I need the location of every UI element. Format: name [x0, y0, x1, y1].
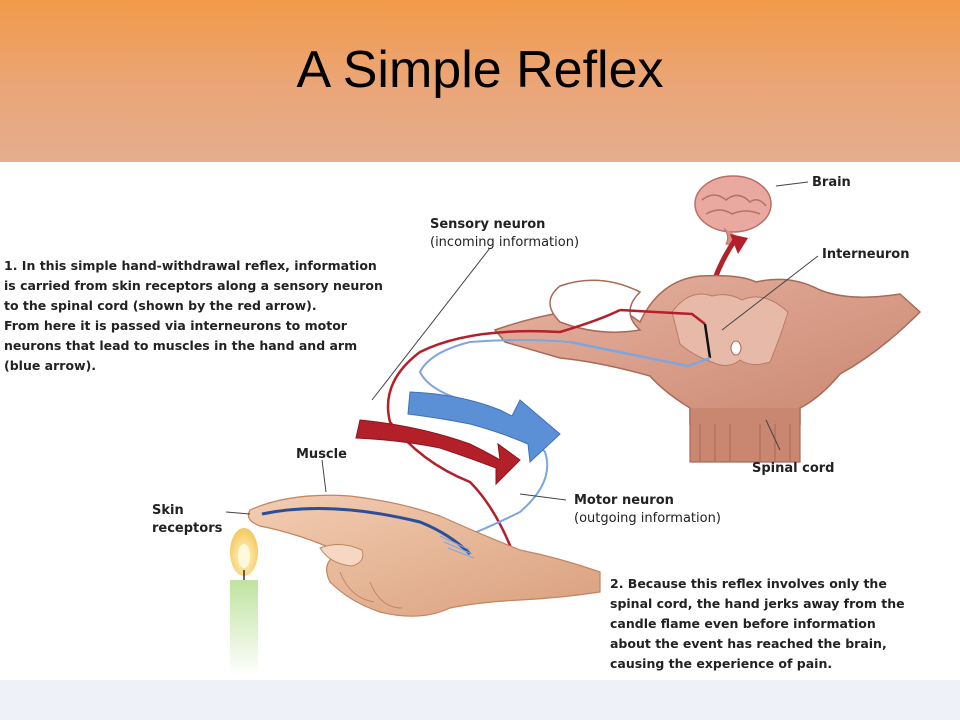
spinal-cord-illustration: [493, 274, 922, 463]
caption-1-line: From here it is passed via interneurons …: [4, 318, 348, 333]
caption-1-line: is carried from skin receptors along a s…: [4, 278, 383, 293]
label-sensory-sub: (incoming information): [430, 235, 579, 250]
title-banner: A Simple Reflex: [0, 0, 960, 162]
label-spinal-cord: Spinal cord: [752, 461, 835, 476]
caption-2-line: causing the experience of pain.: [610, 656, 832, 671]
brain-arrowhead-icon: [730, 234, 748, 254]
caption-2-line: spinal cord, the hand jerks away from th…: [610, 596, 905, 611]
caption-2-line: candle flame even before information: [610, 616, 876, 631]
caption-1: 1. In this simple hand-withdrawal reflex…: [4, 258, 383, 373]
label-brain: Brain: [812, 175, 851, 190]
label-interneuron: Interneuron: [822, 247, 909, 262]
candle-illustration: [230, 528, 258, 676]
label-sensory-neuron: Sensory neuron: [430, 217, 545, 232]
caption-1-line: to the spinal cord (shown by the red arr…: [4, 298, 317, 313]
hand-illustration: [247, 494, 601, 617]
label-receptors: receptors: [152, 521, 223, 536]
motor-arrow-icon: [407, 391, 561, 464]
label-muscle: Muscle: [296, 447, 347, 462]
caption-1-line: (blue arrow).: [4, 358, 96, 373]
caption-1-line: neurons that lead to muscles in the hand…: [4, 338, 357, 353]
caption-2: 2. Because this reflex involves only the…: [610, 576, 905, 671]
slide-title: A Simple Reflex: [296, 41, 664, 99]
caption-2-line: about the event has reached the brain,: [610, 636, 887, 651]
brain-illustration: [694, 175, 772, 245]
reflex-diagram: Brain Interneuron Sensory neuron (incomi…: [4, 175, 922, 676]
label-motor-neuron: Motor neuron: [574, 493, 674, 508]
label-skin: Skin: [152, 503, 184, 518]
caption-2-line: 2. Because this reflex involves only the: [610, 576, 887, 591]
label-motor-sub: (outgoing information): [574, 511, 721, 526]
footer-bar: [0, 680, 960, 720]
sensory-arrow-icon: [355, 419, 521, 486]
caption-1-line: 1. In this simple hand-withdrawal reflex…: [4, 258, 377, 273]
